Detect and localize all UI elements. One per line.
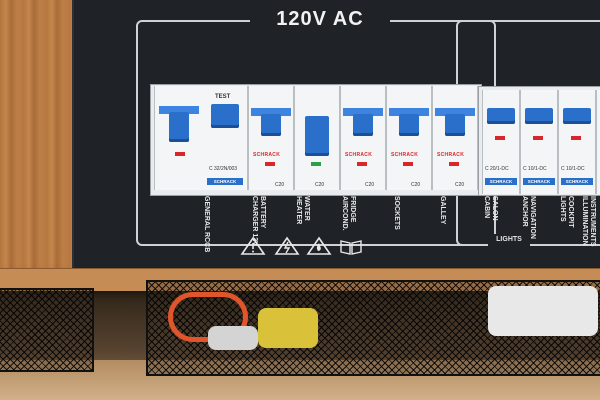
- wire-basket-main: [146, 280, 600, 376]
- label-salon-cabin: SALON CABIN: [483, 196, 498, 221]
- breaker-lever[interactable]: [261, 114, 281, 136]
- breaker-rating: C20: [455, 182, 465, 188]
- rccb-lever[interactable]: [169, 112, 189, 142]
- panel-title: 120V AC: [250, 6, 390, 32]
- rccb-test-button[interactable]: [211, 104, 239, 128]
- breaker-brand: SCHRACK: [253, 152, 281, 158]
- warning-triangle-icon: [240, 236, 266, 255]
- breaker-rating: C 10/1-DC: [523, 166, 547, 172]
- label-sockets: SOCKETS: [393, 196, 400, 230]
- breaker-galley[interactable]: SCHRACK C20: [432, 86, 478, 190]
- label-cockpit-lights: COCKPIT LIGHTS: [559, 196, 574, 228]
- breaker-indicator: [357, 162, 367, 166]
- breaker-general-rccb[interactable]: TEST C 32/2N/003 SCHRACK: [154, 86, 248, 190]
- breaker-lever[interactable]: [525, 108, 553, 124]
- rccb-lever-top: [159, 106, 199, 114]
- electric-hazard-icon: [274, 236, 300, 255]
- breaker-indicator: [311, 162, 321, 166]
- breaker-lever[interactable]: [353, 114, 373, 136]
- white-cloth: [488, 286, 598, 336]
- breaker-fridge-aircond[interactable]: SCHRACK C20: [340, 86, 386, 190]
- breaker-indicator: [495, 136, 505, 140]
- wire-basket-left: [0, 288, 94, 372]
- fire-hazard-icon: [306, 236, 332, 255]
- breaker-indicator: [533, 136, 543, 140]
- breaker-brand: SCHRACK: [345, 152, 373, 158]
- yellow-bag: [258, 308, 318, 348]
- breaker-lever[interactable]: [445, 114, 465, 136]
- rccb-brand: SCHRACK: [207, 178, 243, 185]
- breaker-lever[interactable]: [305, 116, 329, 156]
- breaker-brand: SCHRACK: [523, 178, 555, 185]
- breaker-indicator: [571, 136, 581, 140]
- breaker-lever[interactable]: [487, 108, 515, 124]
- breaker-rating: C20: [411, 182, 421, 188]
- breaker-indicator: [449, 162, 459, 166]
- lever-top: [435, 108, 475, 116]
- breaker-rating: C20: [275, 182, 285, 188]
- white-bag: [208, 326, 258, 350]
- lights-group-label: LIGHTS: [488, 234, 530, 246]
- lever-top: [343, 108, 383, 116]
- breaker-indicator: [265, 162, 275, 166]
- breaker-cockpit-lights[interactable]: C 10/1-DC SCHRACK: [558, 90, 596, 194]
- breaker-sockets[interactable]: SCHRACK C20: [386, 86, 432, 190]
- breaker-brand: SCHRACK: [391, 152, 419, 158]
- breaker-rating: C 10/1-DC: [561, 166, 585, 172]
- read-manual-icon: [340, 240, 362, 255]
- label-navigation-anchor: NAVIGATION ANCHOR: [521, 196, 536, 239]
- breaker-salon-cabin[interactable]: C 20/1-DC SCHRACK: [482, 90, 520, 194]
- label-general-rccb: GENERAL RCCB: [203, 196, 210, 253]
- label-galley: GALLEY: [439, 196, 446, 225]
- rccb-test-label: TEST: [215, 94, 231, 100]
- breaker-rating: C20: [315, 182, 325, 188]
- breaker-brand: SCHRACK: [561, 178, 593, 185]
- breaker-battery-charger[interactable]: SCHRACK C20: [248, 86, 294, 190]
- breaker-lever[interactable]: [563, 108, 591, 124]
- breaker-lever[interactable]: [399, 114, 419, 136]
- breaker-rating: C 20/1-DC: [485, 166, 509, 172]
- lever-top: [389, 108, 429, 116]
- breaker-rating: C20: [365, 182, 375, 188]
- breaker-brand: SCHRACK: [437, 152, 465, 158]
- breaker-brand: SCHRACK: [485, 178, 517, 185]
- breaker-instruments[interactable]: [596, 90, 600, 194]
- breaker-indicator: [403, 162, 413, 166]
- breaker-navigation-anchor[interactable]: C 10/1-DC SCHRACK: [520, 90, 558, 194]
- label-instruments: INSTRUMENTS ILLUMINATION: [581, 196, 596, 247]
- lever-top: [251, 108, 291, 116]
- breaker-water-heater[interactable]: C20: [294, 86, 340, 190]
- rccb-rating: C 32/2N/003: [209, 166, 238, 172]
- rccb-indicator: [175, 152, 185, 156]
